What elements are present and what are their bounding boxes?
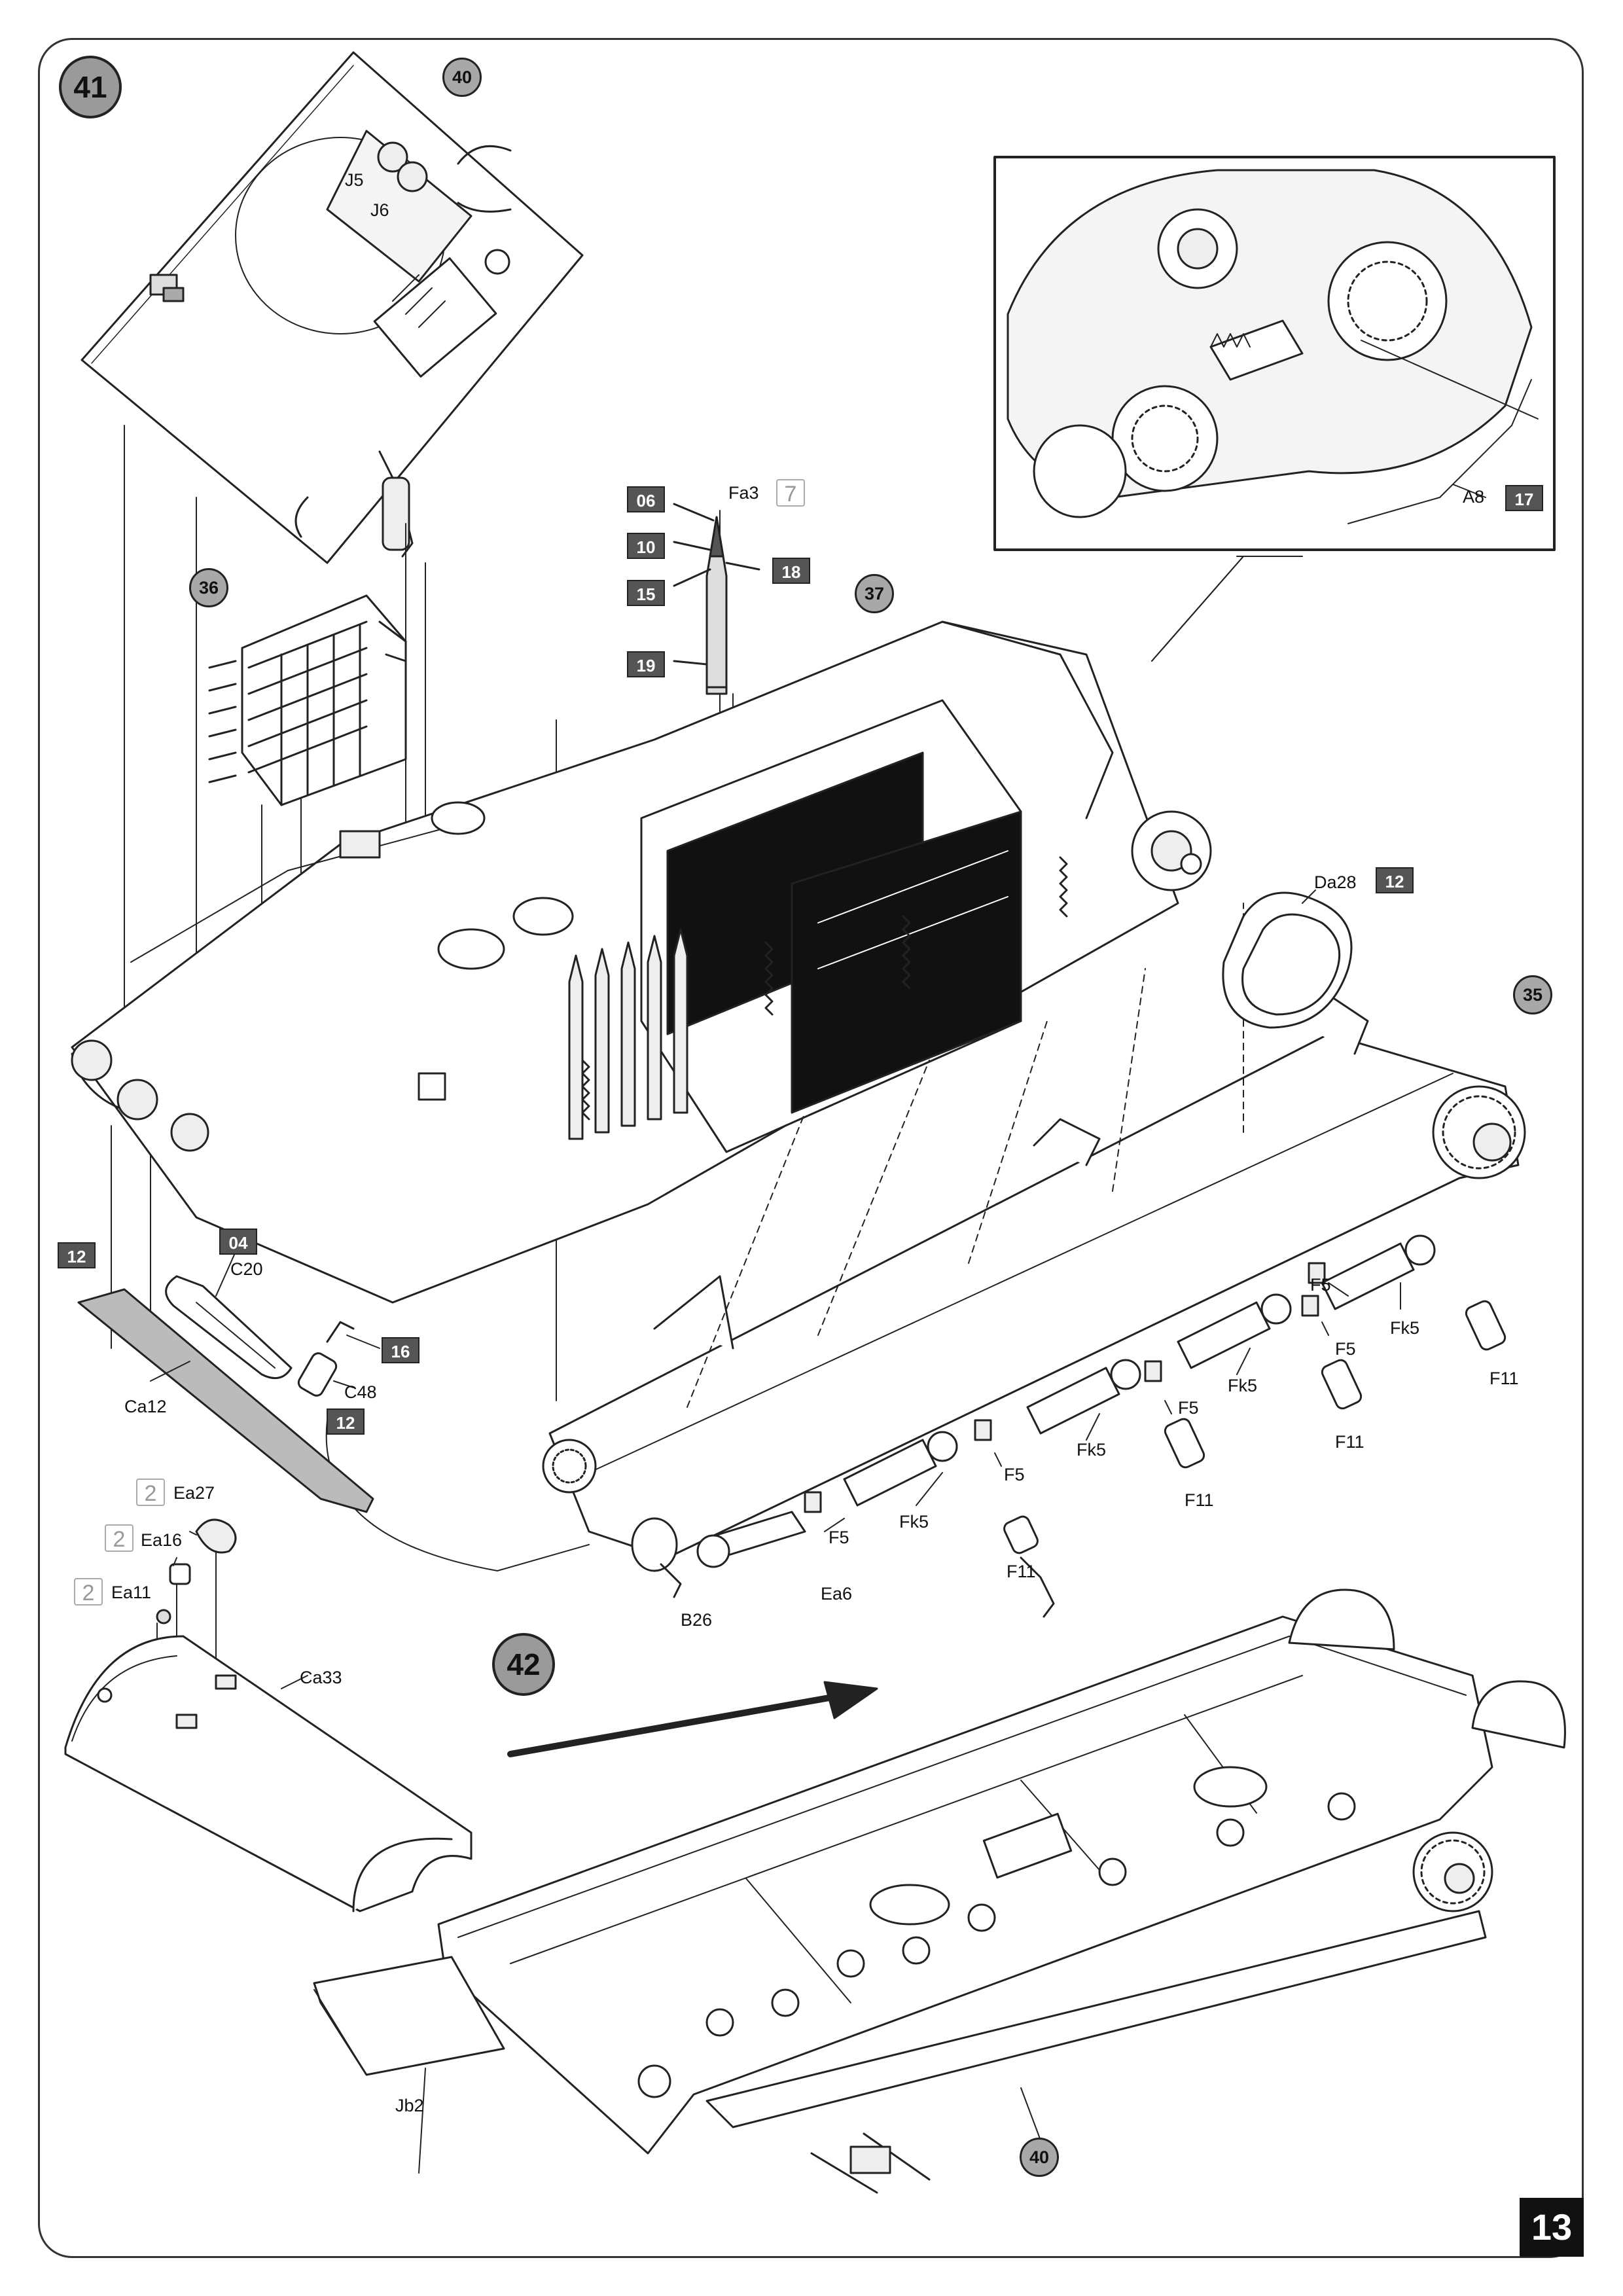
ammo-rack-drawing xyxy=(208,594,407,806)
part-label-F5: F5 xyxy=(829,1528,849,1547)
part-label-Fk5: Fk5 xyxy=(1390,1318,1420,1338)
part-label-C48: C48 xyxy=(344,1382,377,1402)
sprue-number-2-ea27: 2 xyxy=(136,1479,165,1506)
part-label-Fk5: Fk5 xyxy=(1228,1376,1258,1395)
hull-drawing xyxy=(71,620,1212,1304)
part-label-F5: F5 xyxy=(1004,1465,1025,1484)
side-plate-drawing xyxy=(542,903,1526,1559)
part-label-Ea27: Ea27 xyxy=(173,1483,215,1503)
part-label-B26: B26 xyxy=(681,1610,713,1630)
paint-code-10: 10 xyxy=(627,533,665,559)
part-label-F5: F5 xyxy=(1335,1339,1356,1359)
paint-code-18: 18 xyxy=(772,558,810,584)
paint-code-16: 16 xyxy=(382,1337,419,1363)
paint-code-12-ca12: 12 xyxy=(58,1242,96,1268)
part-label-F11: F11 xyxy=(1489,1369,1519,1388)
ring-part-drawing xyxy=(1222,889,1353,1029)
paint-code-04: 04 xyxy=(219,1229,257,1255)
paint-code-06: 06 xyxy=(627,486,665,512)
sprue-number-2-ea16: 2 xyxy=(105,1524,134,1552)
part-label-Fk5: Fk5 xyxy=(1077,1440,1107,1460)
part-label-Ca33: Ca33 xyxy=(300,1668,342,1687)
sprue-number-7: 7 xyxy=(776,479,805,507)
paint-code-12-da28: 12 xyxy=(1376,867,1414,893)
paint-code-17: 17 xyxy=(1505,485,1543,511)
suspension-parts-drawing xyxy=(631,1234,1507,1618)
ref-35: 35 xyxy=(1513,975,1552,1014)
part-label-J5: J5 xyxy=(345,170,364,190)
part-label-Ca12: Ca12 xyxy=(124,1397,167,1416)
page-frame xyxy=(38,38,1584,2258)
paint-code-15: 15 xyxy=(627,580,665,606)
step42-hull-drawing xyxy=(313,1588,1566,2194)
ref-40-bottom: 40 xyxy=(1020,2138,1059,2177)
part-label-Ea11: Ea11 xyxy=(111,1583,152,1602)
inset-callout-lines xyxy=(1151,556,1303,662)
part-label-Jb2: Jb2 xyxy=(395,2096,424,2115)
part-label-Da28: Da28 xyxy=(1314,872,1357,892)
fender-drawing xyxy=(64,1635,473,1912)
hatch-plate-drawing xyxy=(80,51,584,564)
ref-40-top: 40 xyxy=(442,58,482,97)
part-label-A8: A8 xyxy=(1463,487,1485,507)
page-number: 13 xyxy=(1520,2198,1584,2257)
step-41-marker: 41 xyxy=(59,56,122,118)
part-label-Ea6: Ea6 xyxy=(821,1584,853,1604)
ref-36: 36 xyxy=(189,568,228,607)
part-label-Ea16: Ea16 xyxy=(141,1530,183,1550)
part-label-Fk5: Fk5 xyxy=(899,1512,929,1532)
part-label-Fa3: Fa3 xyxy=(728,483,759,503)
detail-inset xyxy=(993,156,1556,551)
step-42-marker: 42 xyxy=(492,1633,555,1696)
shell-drawing xyxy=(673,503,760,695)
part-label-F5: F5 xyxy=(1178,1398,1199,1418)
part-label-F5: F5 xyxy=(1310,1275,1331,1295)
part-label-J6: J6 xyxy=(370,200,389,220)
floor-plate-group-drawing xyxy=(77,1236,380,1513)
part-label-C20: C20 xyxy=(230,1259,263,1279)
paint-code-12-c48: 12 xyxy=(327,1408,365,1435)
part-label-F11: F11 xyxy=(1185,1490,1214,1510)
step42-arrow xyxy=(507,1681,878,1757)
sprue-number-2-ea11: 2 xyxy=(74,1578,103,1605)
paint-code-19: 19 xyxy=(627,651,665,677)
part-label-F11: F11 xyxy=(1335,1432,1364,1452)
part-label-F11: F11 xyxy=(1007,1562,1036,1581)
ref-37: 37 xyxy=(855,574,894,613)
